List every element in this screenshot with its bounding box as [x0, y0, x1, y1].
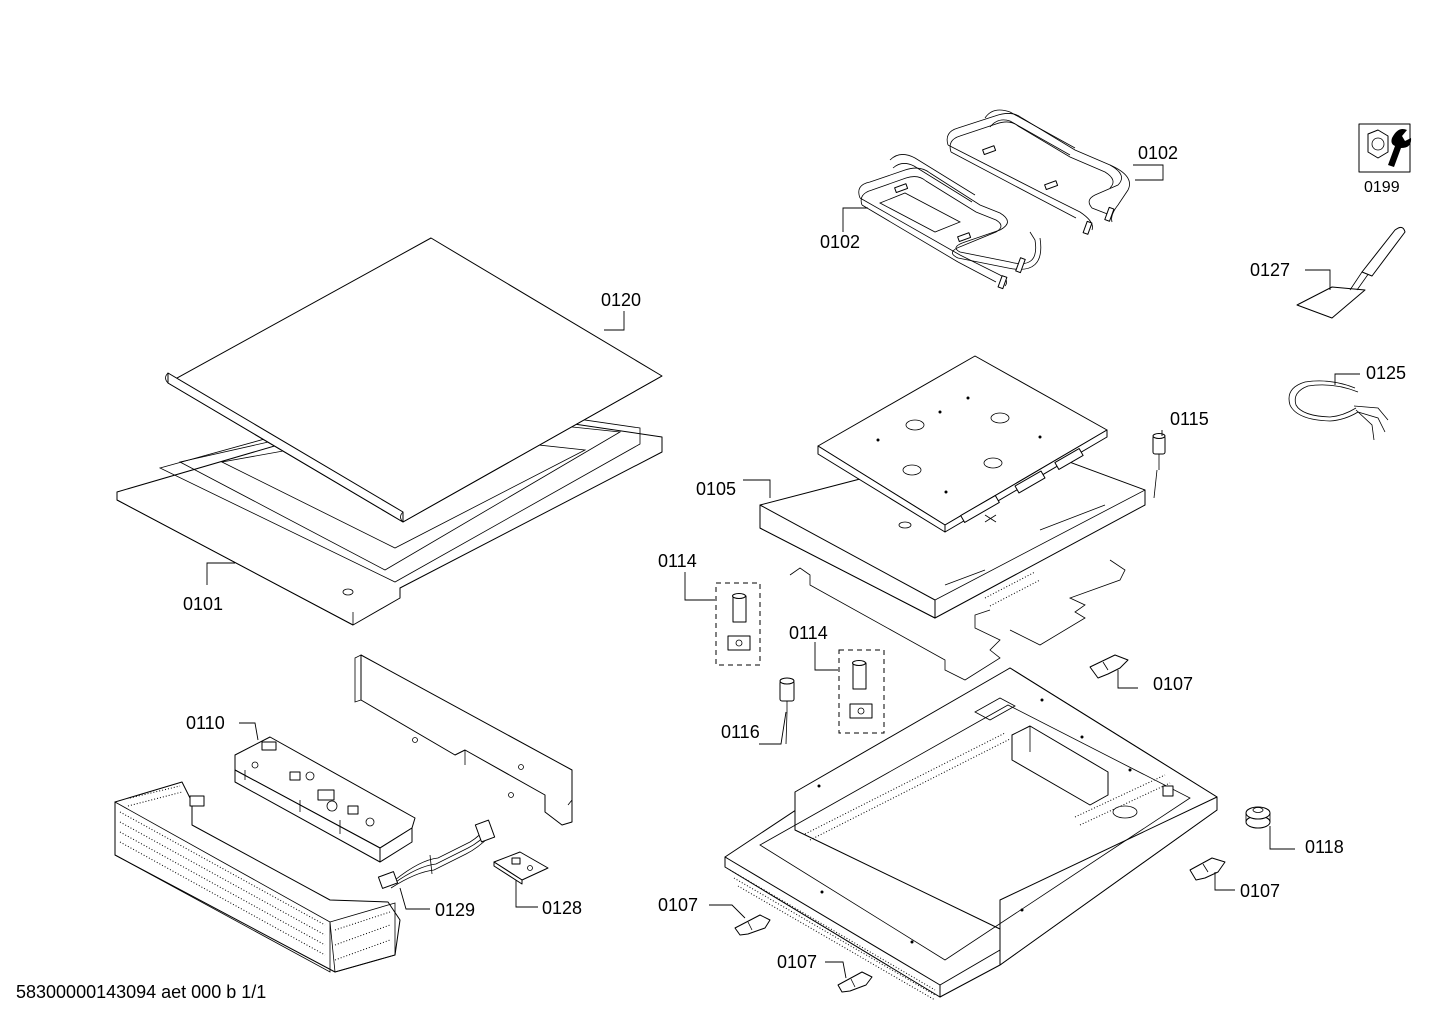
label-0120: 0120 [601, 290, 641, 310]
label-0199: 0199 [1364, 179, 1400, 196]
sensor-0115 [1152, 433, 1166, 499]
cover-plate-0120 [165, 237, 663, 523]
spatula-0127 [1296, 226, 1406, 319]
label-0107-right-bottom: 0107 [1240, 881, 1280, 901]
label-0105: 0105 [696, 479, 736, 499]
cable-0125 [1288, 380, 1389, 441]
label-0127: 0127 [1250, 260, 1290, 280]
label-0110: 0110 [186, 713, 225, 733]
label-0114-left: 0114 [658, 551, 697, 571]
mounting-bracket [789, 559, 1126, 681]
switch-assembly-0114-left [715, 582, 761, 666]
knob-0118 [1245, 806, 1271, 829]
clip-0107-c [734, 914, 771, 936]
document-id: 58300000143094 aet 000 b 1/1 [16, 982, 266, 1002]
label-0128: 0128 [542, 898, 582, 918]
label-0101: 0101 [183, 594, 223, 614]
label-0102-rear: 0102 [1138, 143, 1178, 163]
label-0115: 0115 [1170, 409, 1209, 429]
circuit-board-0128 [493, 851, 549, 885]
front-grille-cover [114, 781, 401, 973]
nut-and-wrench-icon [1358, 123, 1412, 173]
clip-0107-b [1189, 857, 1226, 881]
label-0107-right-top: 0107 [1153, 674, 1193, 694]
leader-lines [206, 164, 1360, 979]
switch-assembly-0114-right [838, 649, 885, 734]
label-0114-right: 0114 [789, 623, 828, 643]
wiring-harness-0129 [377, 819, 496, 889]
label-0107-bottom: 0107 [777, 952, 817, 972]
label-0125: 0125 [1366, 363, 1406, 383]
housing-chassis [724, 667, 1218, 1001]
control-module-0110 [234, 736, 416, 863]
grill-plate-0105-top [817, 355, 1108, 533]
clip-0107-a [1089, 654, 1129, 679]
label-0118: 0118 [1305, 837, 1344, 857]
label-0107-left: 0107 [658, 895, 698, 915]
clip-0107-d [837, 971, 873, 993]
rear-bracket-plate [354, 654, 573, 826]
part-labels: 0101 0102 0102 0105 0107 0107 0107 0107 … [183, 143, 1406, 972]
sensor-0116 [779, 677, 795, 745]
label-0116: 0116 [721, 722, 760, 742]
label-0129: 0129 [435, 900, 475, 920]
heating-element-0102-rear [946, 109, 1130, 235]
heating-element-0102-front [858, 154, 1042, 290]
label-0102-front: 0102 [820, 232, 860, 252]
hob-plate-0105 [759, 439, 1146, 619]
